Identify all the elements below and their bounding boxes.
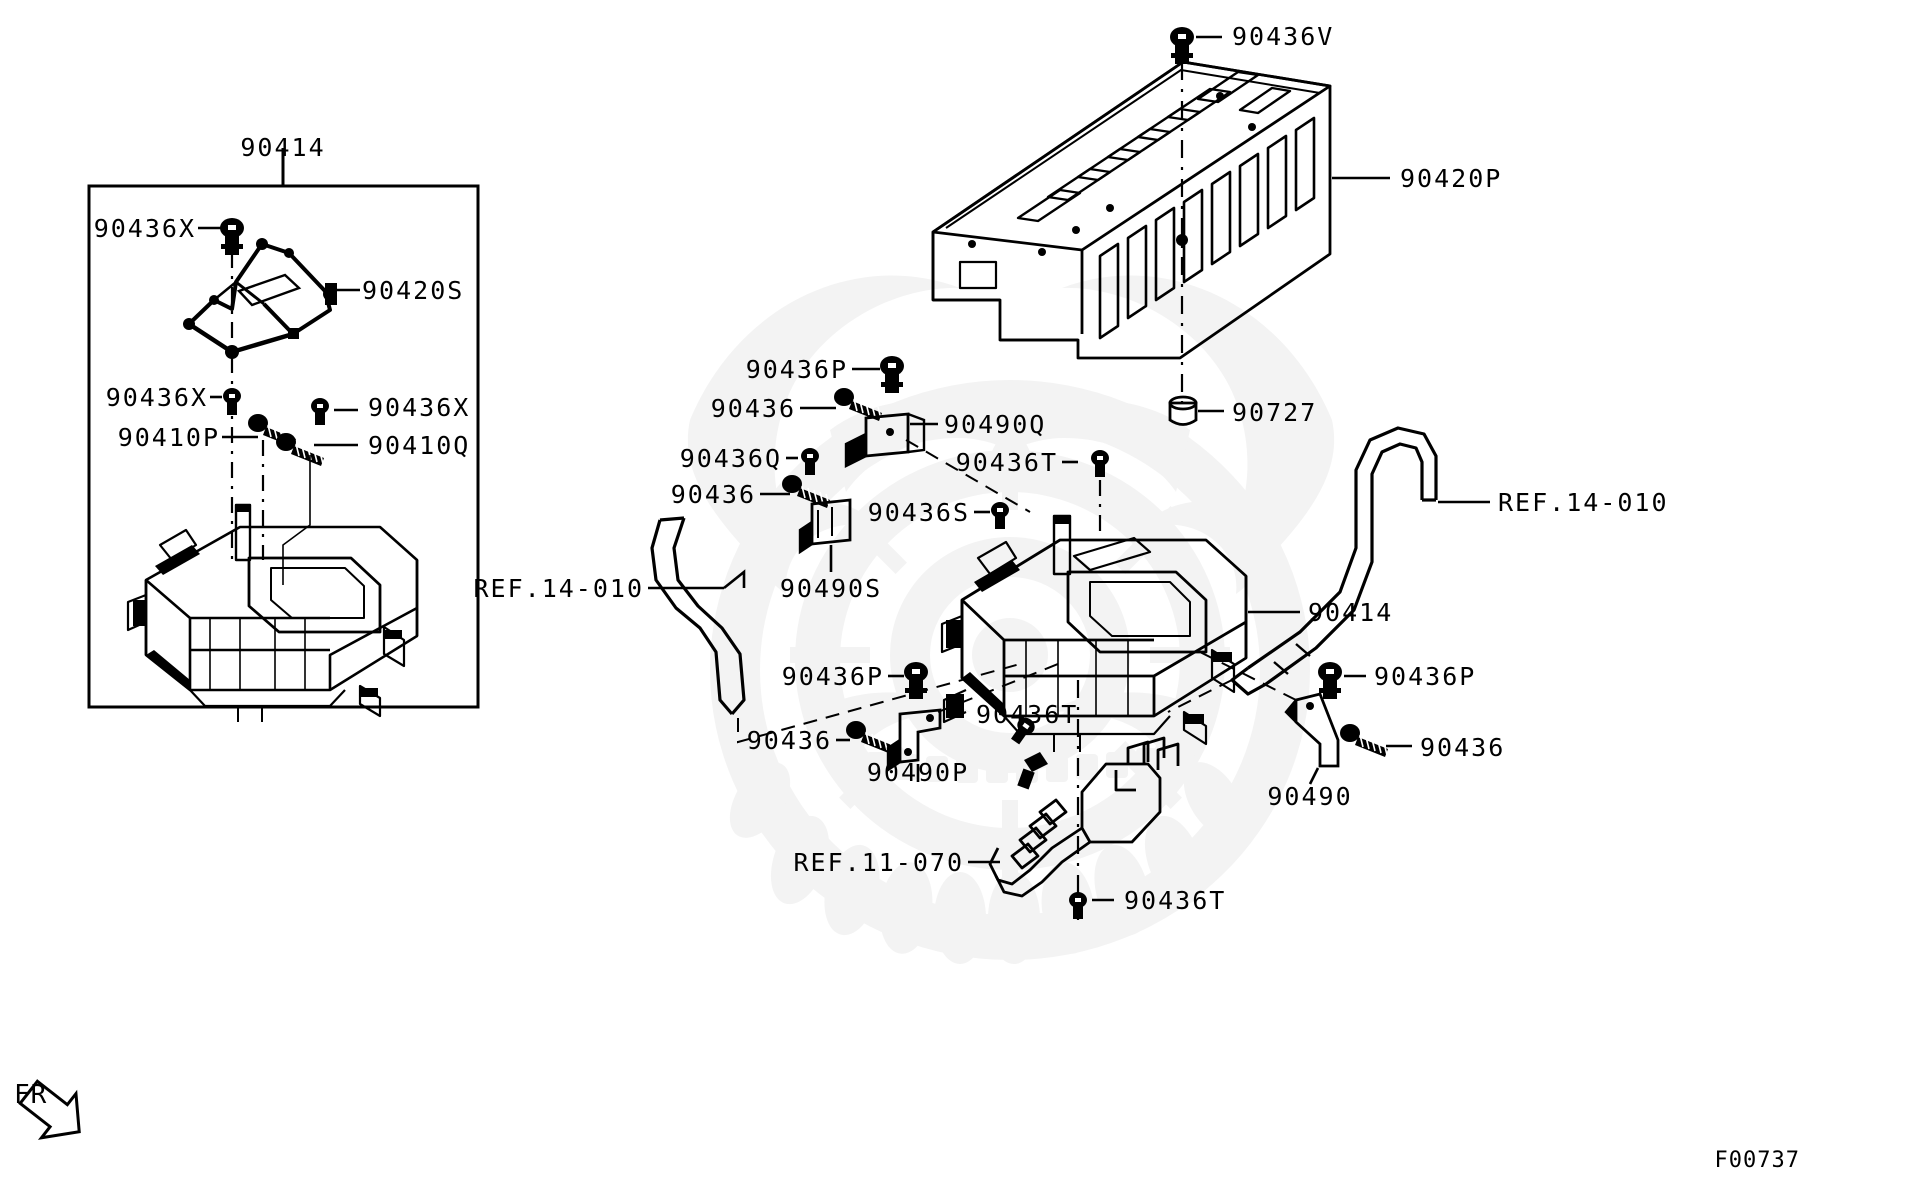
screw-90436-4 [1339,723,1389,758]
label-90490: 90490 [1267,782,1353,811]
label-90727: 90727 [1232,398,1318,427]
inset-bolt-90436X-right [311,398,329,425]
inset-bolt-90436X-left [223,388,241,415]
assembly-90490Q [905,439,1031,513]
bolt-90436V [1170,27,1194,64]
inset-unit-solids [133,505,402,697]
label-90436X-left: 90436X [105,383,208,412]
label-90490Q: 90490Q [944,410,1047,439]
label-90436P-3: 90436P [1374,662,1477,691]
label-90436S: 90436S [867,498,970,527]
part-90490P-bracket [886,708,942,773]
inset-callout-90414: 90414 [240,133,326,162]
label-90436-4: 90436 [1420,733,1506,762]
part-hose-left-ref14010 [650,516,746,716]
label-90436P-1: 90436P [745,355,848,384]
label-90490S: 90490S [779,574,883,603]
part-90420P-cover [931,60,1332,360]
label-90436-3: 90436 [746,726,832,755]
label-90436T-1: 90436T [955,448,1058,477]
part-ref11070-connector [988,736,1180,898]
assembly-90490 [1195,649,1297,701]
inset-part-90410Q [275,432,325,467]
bolt-90436P-1 [880,356,904,393]
part-hose-right-ref14010 [1230,426,1438,696]
label-90490P: 90490P [866,758,970,787]
label-90420P: 90420P [1400,164,1503,193]
label-90436T-3: 90436T [1124,886,1227,915]
label-90436X-top: 90436X [93,214,196,243]
part-90490Q-bracket [844,412,926,468]
label-ref14010-right: REF.14-010 [1498,488,1669,517]
label-90436P-2: 90436P [781,662,884,691]
inset-plate-emboss [236,273,302,307]
label-90420S: 90420S [362,276,465,305]
fr-direction-arrow [18,1079,81,1140]
fr-label: FR [14,1080,48,1110]
label-90436-1: 90436 [710,394,796,423]
main-unit-solids [946,516,1232,724]
inset-bolt-90436X-top [220,218,244,255]
connector-solids [1017,752,1048,790]
cover-90420P-holes [968,92,1256,256]
leader-ref14010-left-elbow [723,569,746,590]
part-90490-bracket [1284,692,1340,768]
label-ref14010-left: REF.14-010 [473,574,644,603]
label-90410P: 90410P [117,423,220,452]
label-90410Q: 90410Q [368,431,471,460]
drawing-code: F00737 [1714,1148,1800,1173]
label-90436-2: 90436 [670,480,756,509]
label-90436T-2: 90436T [976,700,1079,729]
label-90436V: 90436V [1232,22,1335,51]
label-90436Q: 90436Q [679,444,782,473]
part-90490S-bracket [798,498,852,555]
watermark-emblem [687,275,1335,964]
assembly-hose-right [1167,679,1233,713]
leader-90490 [1308,767,1320,785]
label-90436X-right: 90436X [368,393,471,422]
label-ref11070: REF.11-070 [793,848,964,877]
bolt-90436P-3 [1318,662,1342,699]
label-90414-main: 90414 [1308,598,1394,627]
inset-assembly-line [282,455,311,585]
part-90727-grommet [1168,395,1198,426]
inset-plate-nodes [183,238,337,359]
